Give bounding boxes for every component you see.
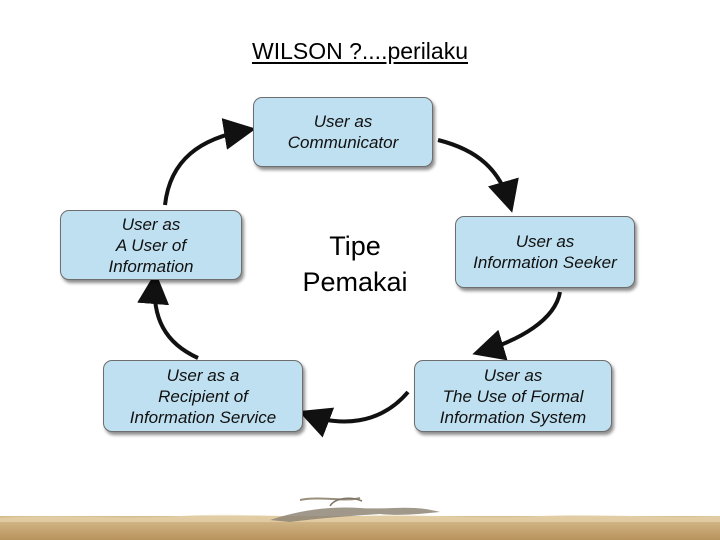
arrow-recipient-to-info bbox=[137, 272, 199, 360]
node-communicator: User as Communicator bbox=[253, 97, 433, 167]
arrow-info-to-communicator bbox=[163, 118, 256, 206]
node-recipient-of-information-service: User as a Recipient of Information Servi… bbox=[103, 360, 303, 432]
node-information-seeker: User as Information Seeker bbox=[455, 216, 635, 288]
node-formal-information-system: User as The Use of Formal Information Sy… bbox=[414, 360, 612, 432]
node-user-of-information-label: User as A User of Information bbox=[108, 214, 194, 276]
arrow-formal-to-recipient bbox=[298, 390, 410, 438]
node-formal-information-system-label: User as The Use of Formal Information Sy… bbox=[439, 365, 587, 427]
center-label: Tipe Pemakai bbox=[302, 231, 408, 297]
driftwood-decoration bbox=[270, 507, 440, 522]
decorative-ground-footer bbox=[0, 497, 720, 540]
node-user-of-information: User as A User of Information bbox=[60, 210, 242, 280]
node-communicator-label: User as Communicator bbox=[287, 112, 399, 152]
arrow-seeker-to-formal bbox=[472, 291, 562, 361]
node-recipient-of-information-service-label: User as a Recipient of Information Servi… bbox=[129, 365, 277, 427]
node-information-seeker-label: User as Information Seeker bbox=[473, 232, 617, 272]
diagram-title: WILSON ?....perilaku bbox=[251, 38, 469, 64]
arrow-communicator-to-seeker bbox=[437, 138, 519, 213]
